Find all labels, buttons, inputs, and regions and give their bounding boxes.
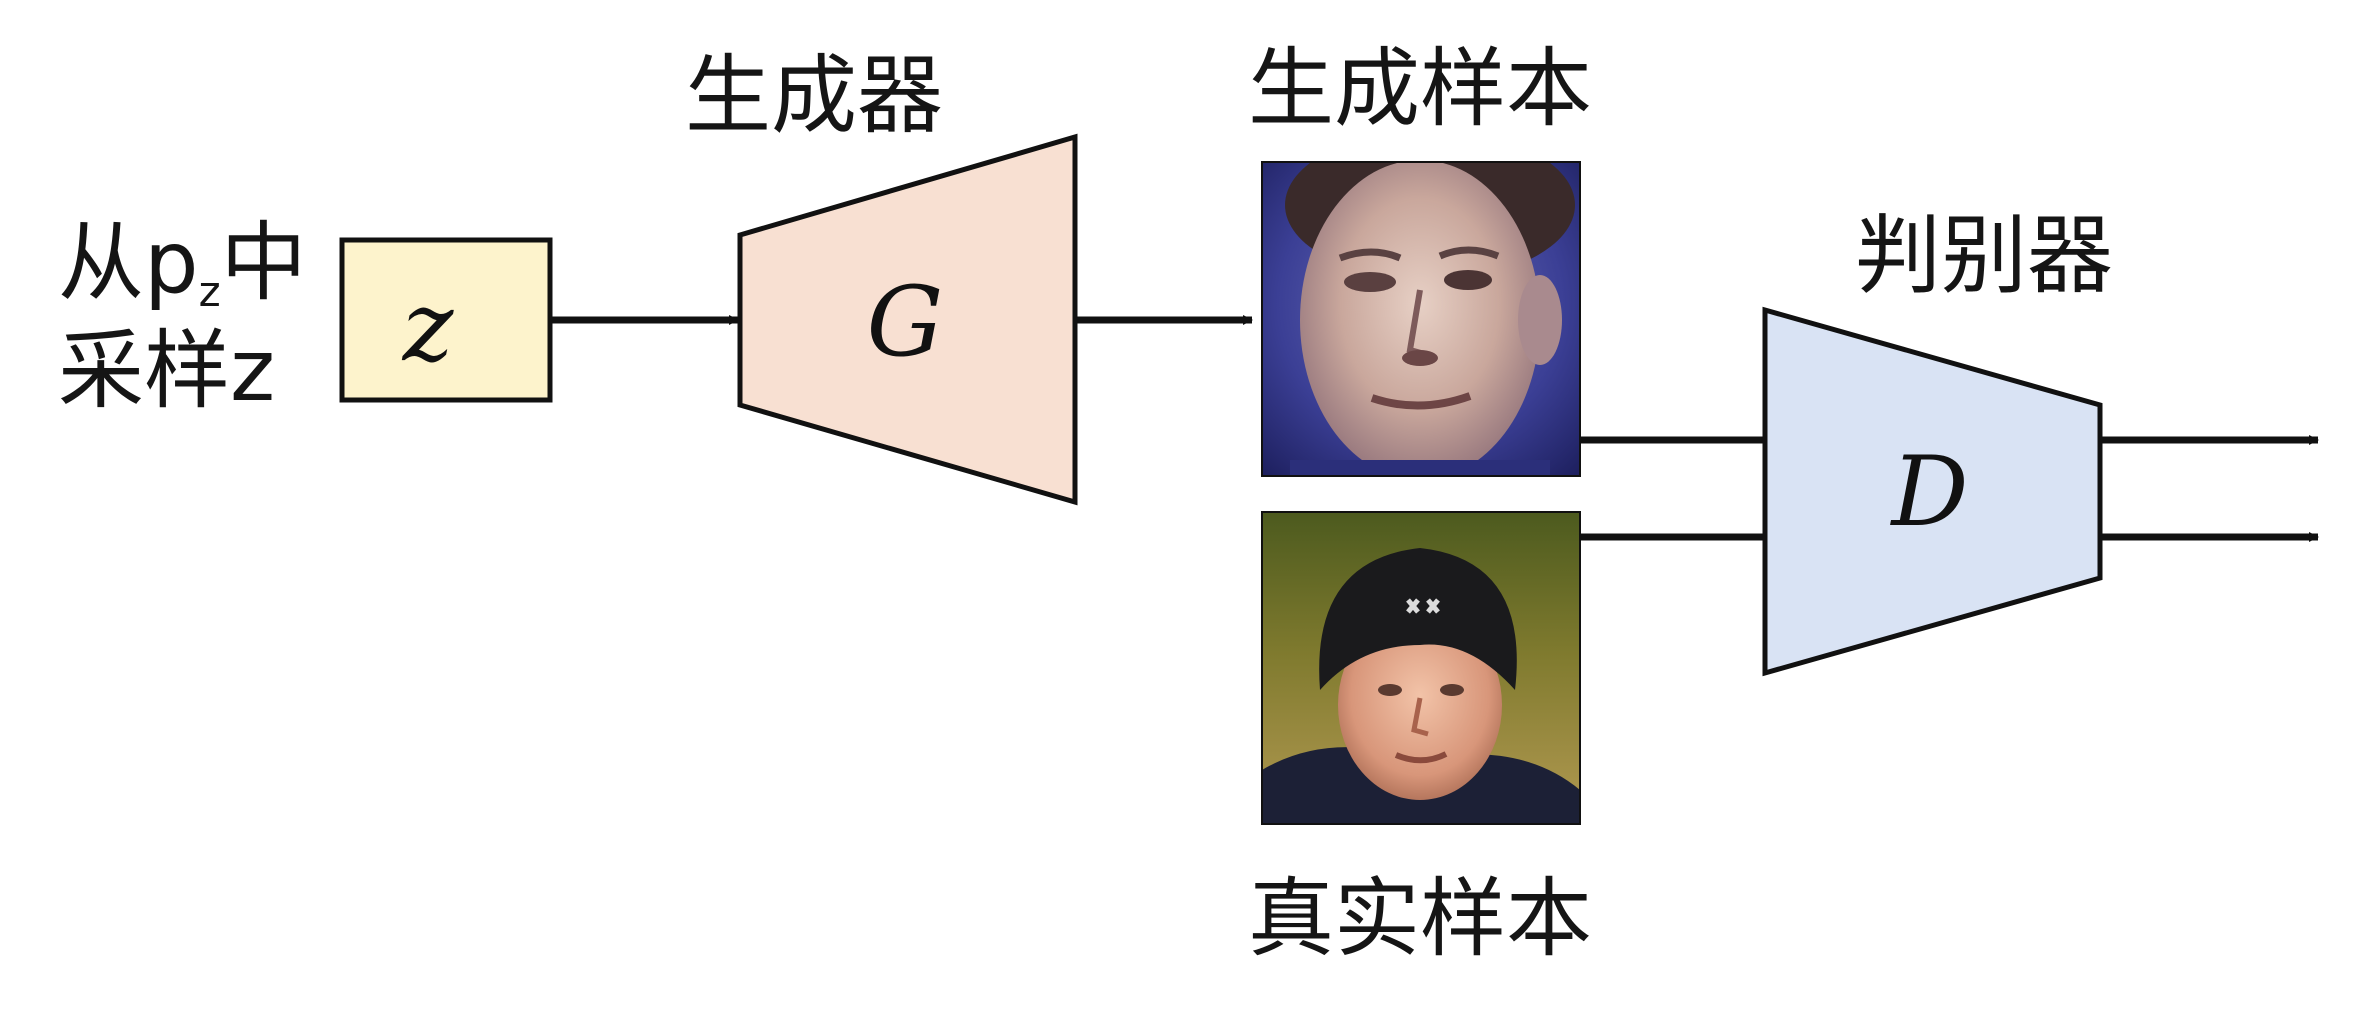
z-box-label: z <box>402 271 455 383</box>
z-box <box>339 237 553 403</box>
sampling-caption-subscript: z <box>199 267 221 316</box>
real-samples-title: 真实样本 <box>1248 869 1592 969</box>
sampling-caption: 从pz中 采样z <box>58 213 307 421</box>
svg-text:从pz中: 从pz中 <box>58 213 307 316</box>
generator-node: G <box>737 133 1078 506</box>
sampling-caption-prefix: 从p <box>58 213 199 313</box>
discriminator-label: D <box>1890 436 1969 548</box>
z-node: z <box>339 237 553 403</box>
sampling-caption-suffix: 中 <box>221 213 307 313</box>
sampling-caption-line2: 采样z <box>58 321 275 421</box>
discriminator-title: 判别器 <box>1855 206 2113 306</box>
generated-samples-title: 生成样本 <box>1248 39 1592 139</box>
real-face-image <box>1262 512 1580 824</box>
discriminator-node: D <box>1762 306 2103 677</box>
discriminator-trapezoid <box>1762 306 2103 677</box>
generator-label: G <box>867 266 944 378</box>
generator-title: 生成器 <box>685 46 943 146</box>
generator-trapezoid <box>737 133 1078 506</box>
generated-face-image <box>1262 162 1580 476</box>
